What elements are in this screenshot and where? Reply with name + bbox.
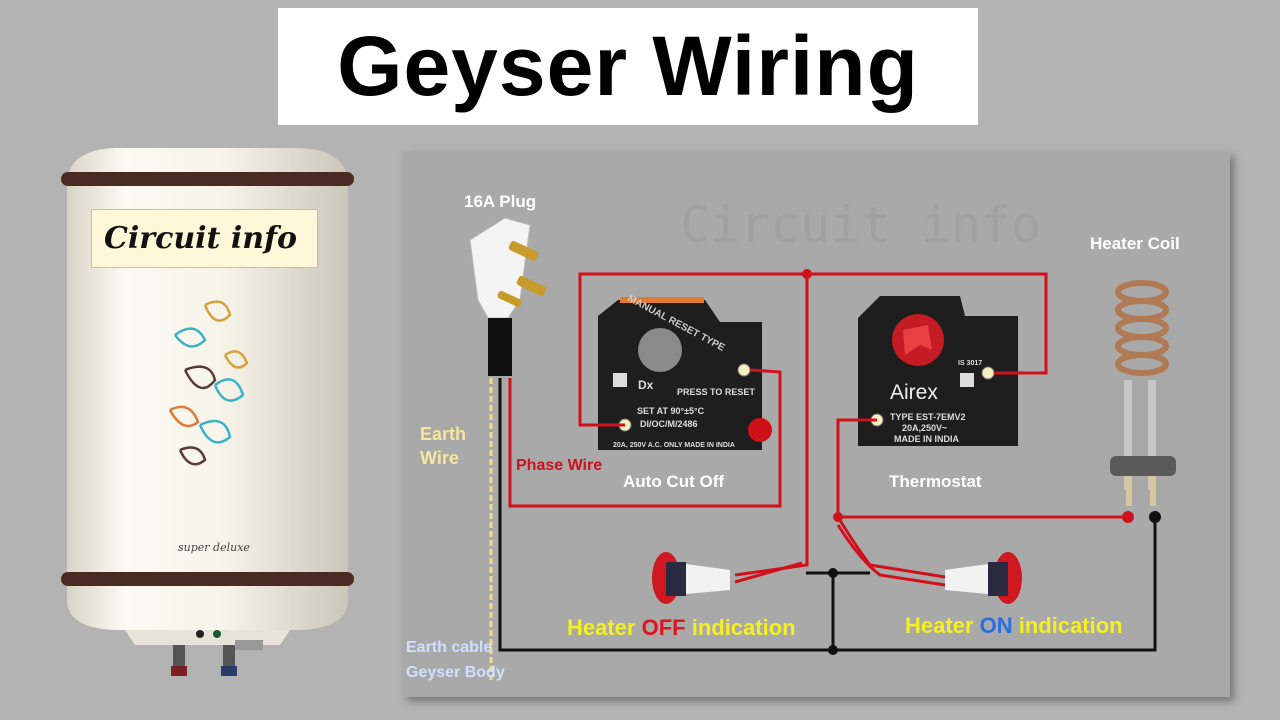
cutoff-rating: 20A, 250V A.C. ONLY MADE IN INDIA (613, 442, 735, 449)
cutoff-press: PRESS TO RESET (677, 387, 755, 397)
geyser-illustration (61, 148, 354, 676)
earth-wire-label-1: Earth (420, 424, 467, 444)
heater-on-indication-label: Heater ON indication (905, 613, 1123, 639)
wiring-diagram-panel (403, 152, 1230, 697)
cutoff-model: Dx (638, 378, 654, 392)
thermostat-made: MADE IN INDIA (894, 434, 959, 444)
heater-off-suffix: indication (685, 615, 796, 640)
geyser-model-text: super deluxe (178, 541, 250, 554)
earth-wire-label-2: Wire (420, 448, 459, 468)
plug-device (469, 217, 547, 376)
phase-wire-label: Phase Wire (516, 457, 603, 474)
auto-cutoff-label: Auto Cut Off (623, 472, 725, 491)
heater-on-prefix: Heater (905, 613, 980, 638)
cutoff-set: SET AT 90°±5°C (637, 406, 705, 416)
thermostat-device (858, 296, 1018, 446)
heater-coil-label: Heater Coil (1090, 234, 1180, 253)
earth-cable-label-2: Geyser Body (406, 664, 505, 681)
auto-cutoff-device (598, 297, 772, 450)
thermostat-rating: 20A,250V~ (902, 423, 948, 433)
thermostat-label: Thermostat (889, 472, 982, 491)
cutoff-code: DI/OC/M/2486 (640, 419, 698, 429)
page-title: Geyser Wiring (337, 19, 919, 113)
heater-on-suffix: indication (1012, 613, 1123, 638)
thermostat-brand: Airex (890, 381, 938, 404)
heater-off-lamp (652, 552, 730, 604)
brand-box: Circuit info (91, 209, 318, 268)
heater-off-indication-label: Heater OFF indication (567, 615, 796, 641)
brand-box-text: Circuit info (104, 221, 297, 256)
heater-on-lamp (945, 552, 1022, 604)
heater-off-prefix: Heater (567, 615, 642, 640)
thermostat-is: IS 3017 (958, 360, 983, 367)
title-box: Geyser Wiring (278, 8, 978, 125)
heater-off-state: OFF (641, 615, 686, 640)
earth-cable-label-1: Earth cable (406, 639, 493, 656)
heater-on-state: ON (979, 613, 1013, 638)
plug-label: 16A Plug (464, 192, 537, 211)
thermostat-type: TYPE EST-7EMV2 (890, 412, 966, 422)
watermark: Circuit info (680, 196, 1042, 254)
heater-coil-device (1110, 280, 1176, 506)
